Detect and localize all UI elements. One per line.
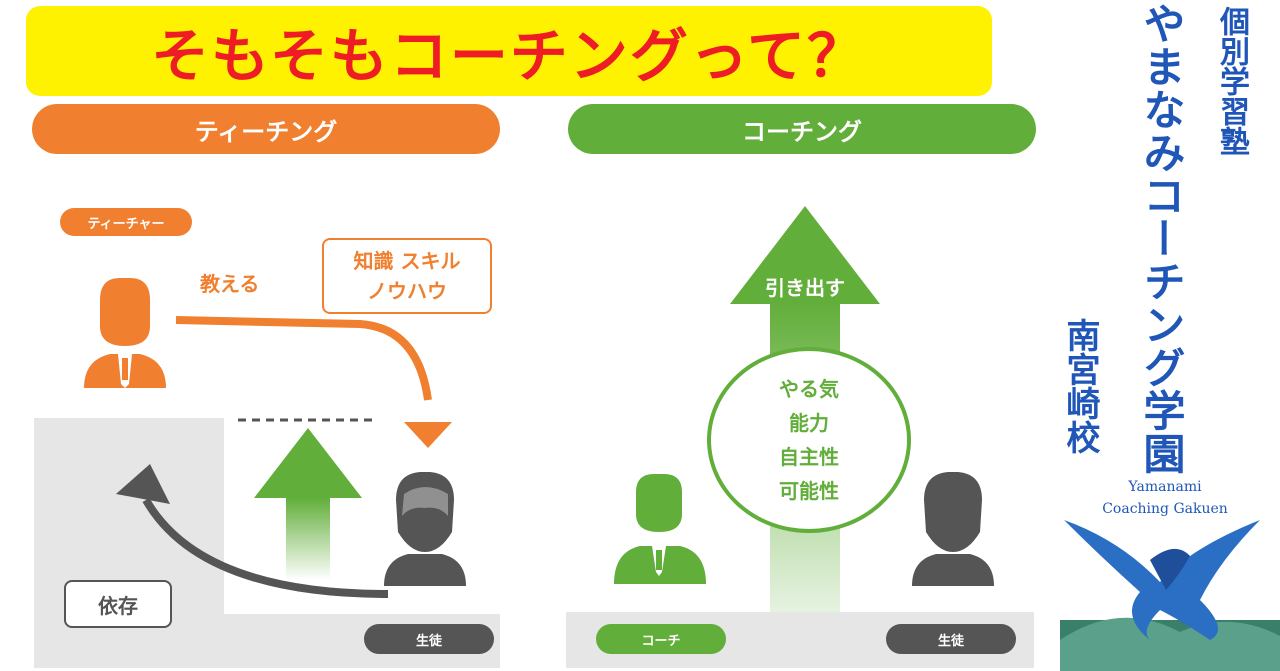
- circle-item-ability: 能力: [789, 411, 829, 435]
- student-icon-left: [384, 472, 466, 586]
- branch-name: 南宮崎校: [1060, 318, 1100, 454]
- circle-item-motivation: やる気: [779, 377, 839, 401]
- circle-item-potential: 可能性: [779, 479, 839, 503]
- coaching-header: コーチング: [568, 104, 1036, 154]
- english-name-line-1: Yamanami: [1128, 479, 1202, 495]
- dependence-curved-arrow: [142, 498, 389, 598]
- student-badge-coaching: 生徒: [886, 624, 1016, 654]
- teach-label: 教える: [200, 272, 260, 296]
- student-icon-right: [912, 472, 994, 586]
- teacher-person-icon: [84, 278, 166, 388]
- school-type: 個別学習塾: [1214, 6, 1249, 156]
- page-title: そもそもコーチングって？: [151, 22, 867, 90]
- teacher-badge: ティーチャー: [60, 208, 192, 236]
- knowledge-line-1: 知識 スキル: [353, 249, 461, 273]
- title-banner: そもそもコーチングって？: [26, 6, 992, 96]
- eagle-logo: [1060, 520, 1280, 671]
- circle-item-autonomy: 自主性: [779, 445, 839, 469]
- knowledge-line-2: ノウハウ: [367, 279, 447, 303]
- coach-person-icon: [614, 474, 706, 584]
- pull-label: 引き出す: [765, 276, 845, 300]
- dependence-box: 依存: [64, 580, 172, 628]
- knowledge-box: 知識 スキル ノウハウ: [322, 238, 492, 314]
- teach-arrow: [175, 316, 432, 401]
- potential-circle: やる気 能力 自主性 可能性: [707, 347, 911, 533]
- student-badge-teaching: 生徒: [364, 624, 494, 654]
- coach-badge: コーチ: [596, 624, 726, 654]
- growth-up-arrow-icon: [254, 428, 362, 580]
- english-name-line-2: Coaching Gakuen: [1102, 501, 1228, 517]
- teach-arrow-head: [404, 422, 452, 448]
- english-name: Yamanami Coaching Gakuen: [1090, 476, 1240, 520]
- school-name: やまなみコーチング学園: [1137, 2, 1186, 475]
- dependence-arrow-head: [116, 464, 170, 504]
- teaching-header: ティーチング: [32, 104, 500, 154]
